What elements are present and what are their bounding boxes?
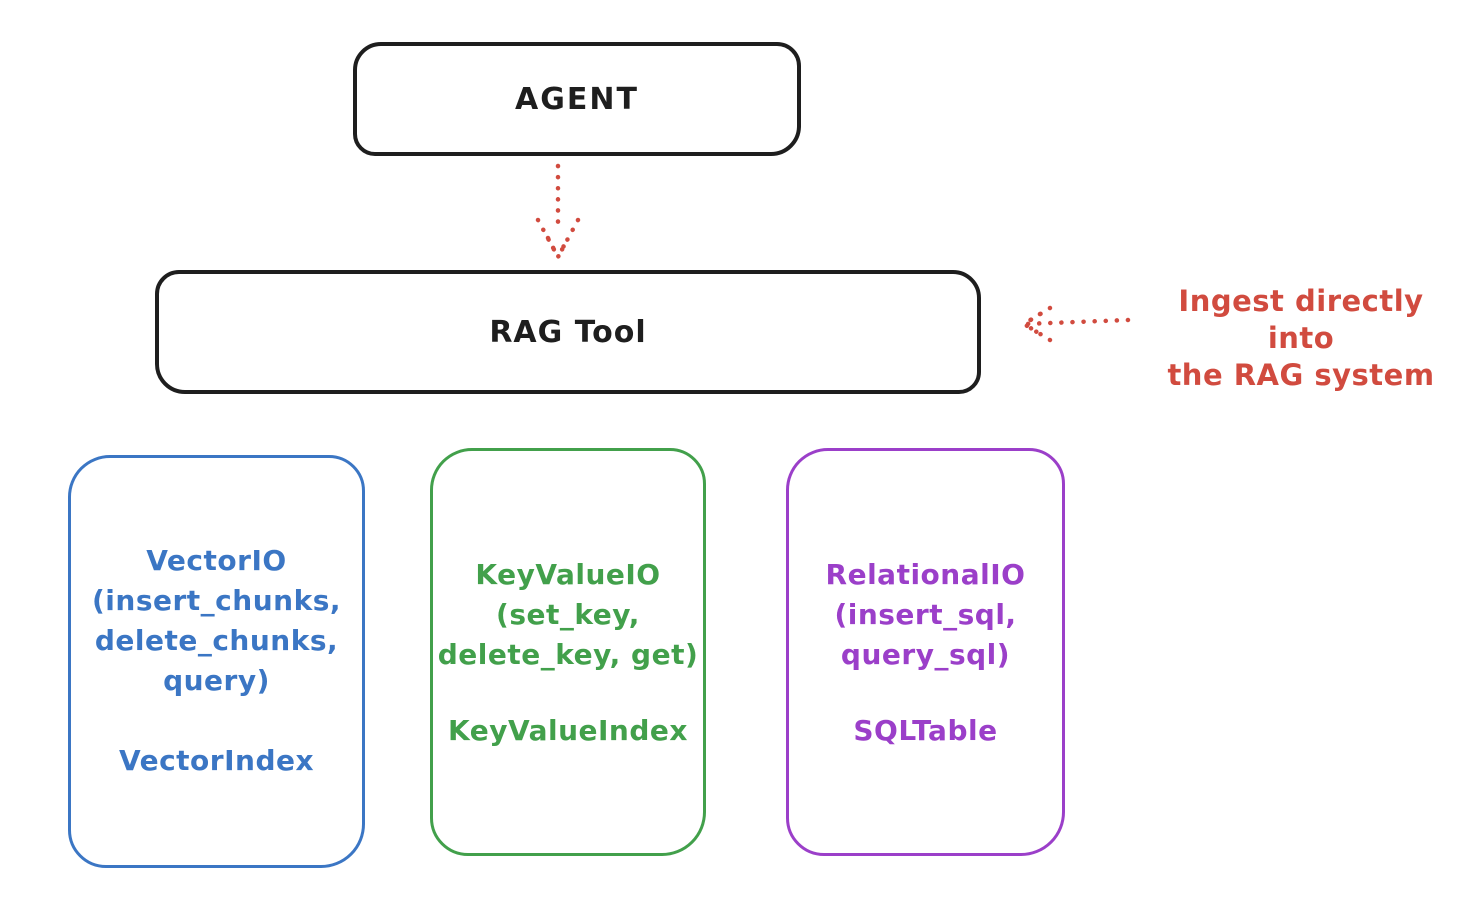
agent-label: AGENT <box>515 81 639 117</box>
agent-node: AGENT <box>353 42 801 156</box>
ingest-annotation: Ingest directly into the RAG system <box>1140 283 1462 394</box>
vector-io-title: VectorIO <box>146 544 287 577</box>
ragtool-node: RAG Tool <box>155 270 981 394</box>
keyvalue-io-methods-line2: delete_key, get) <box>437 638 699 671</box>
vector-io-node: VectorIO (insert_chunks, delete_chunks, … <box>68 455 365 868</box>
vector-index-label: VectorIndex <box>118 744 315 777</box>
agent-to-ragtool-arrow-icon <box>535 163 581 262</box>
vector-io-methods-line3: query) <box>163 664 270 697</box>
ingest-arrow-icon <box>1019 305 1131 343</box>
relational-io-methods-line2: query_sql) <box>840 638 1011 671</box>
relational-io-node: RelationalIO (insert_sql, query_sql) SQL… <box>786 448 1065 856</box>
vector-io-methods-line2: delete_chunks, <box>94 624 339 657</box>
keyvalue-io-methods-line1: (set_key, <box>496 598 640 631</box>
vector-io-methods-line1: (insert_chunks, <box>92 584 341 617</box>
sql-table-label: SQLTable <box>853 714 998 747</box>
keyvalue-io-node: KeyValueIO (set_key, delete_key, get) Ke… <box>430 448 706 856</box>
ingest-annotation-line1: Ingest directly into <box>1178 284 1424 355</box>
keyvalue-index-label: KeyValueIndex <box>448 714 688 747</box>
ragtool-label: RAG Tool <box>489 314 647 350</box>
ingest-annotation-line2: the RAG system <box>1167 358 1435 392</box>
keyvalue-io-title: KeyValueIO <box>475 558 661 591</box>
relational-io-title: RelationalIO <box>825 558 1026 591</box>
relational-io-methods-line1: (insert_sql, <box>834 598 1017 631</box>
